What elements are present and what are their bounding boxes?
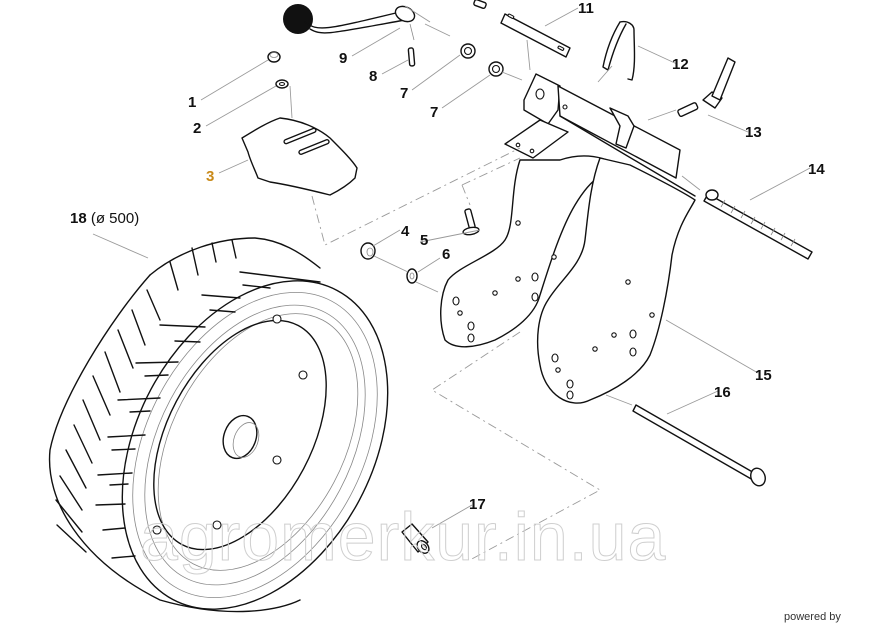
bolt-part-16[interactable] [632,404,768,488]
label-part-5[interactable]: 5 [420,232,429,249]
label-part-9[interactable]: 9 [339,50,348,67]
spring-clip-part-12[interactable] [602,20,636,81]
label-part-13[interactable]: 13 [745,124,762,141]
strap-part-11[interactable] [500,13,571,58]
nut-part-1[interactable] [267,51,281,63]
label-part-11[interactable]: 11 [578,0,594,17]
label-part-15[interactable]: 15 [755,367,772,384]
plate-part-3[interactable] [241,117,358,196]
wheel-part-18[interactable] [48,235,442,621]
label-part-7b[interactable]: 7 [430,104,439,121]
washer-part-6[interactable] [406,268,418,284]
label-part-3-highlighted[interactable]: 3 [206,168,215,185]
label-part-18[interactable]: 18 (ø 500) [70,211,139,226]
label-part-14[interactable]: 14 [808,161,825,178]
threaded-rod-part-14[interactable] [703,189,813,260]
label-part-2[interactable]: 2 [193,120,202,137]
label-part-16[interactable]: 16 [714,384,731,401]
bushing-part-17[interactable] [401,523,431,556]
pin-part-8[interactable] [407,47,416,67]
handle-part-9[interactable] [283,3,417,41]
label-part-18-diameter: (ø 500) [90,210,140,227]
washer-part-7[interactable] [460,43,504,77]
label-part-18-number: 18 [70,210,87,227]
label-part-8[interactable]: 8 [369,68,378,85]
scraper-plate-part-15[interactable] [440,155,696,404]
label-part-1[interactable]: 1 [188,94,197,111]
label-part-7a[interactable]: 7 [400,85,409,102]
leader-lines [92,5,811,529]
label-part-17[interactable]: 17 [469,496,486,513]
label-part-12[interactable]: 12 [672,56,689,73]
center-lines [311,147,601,561]
screw-top[interactable] [473,0,487,10]
label-part-6[interactable]: 6 [442,246,451,263]
washer-part-2[interactable] [275,79,289,89]
frame-bracket[interactable] [504,73,696,197]
powered-by-text: powered by [784,611,841,623]
wing-bolt-part-13[interactable] [677,57,736,117]
nut-part-4[interactable] [360,242,376,260]
label-part-4[interactable]: 4 [401,223,410,240]
